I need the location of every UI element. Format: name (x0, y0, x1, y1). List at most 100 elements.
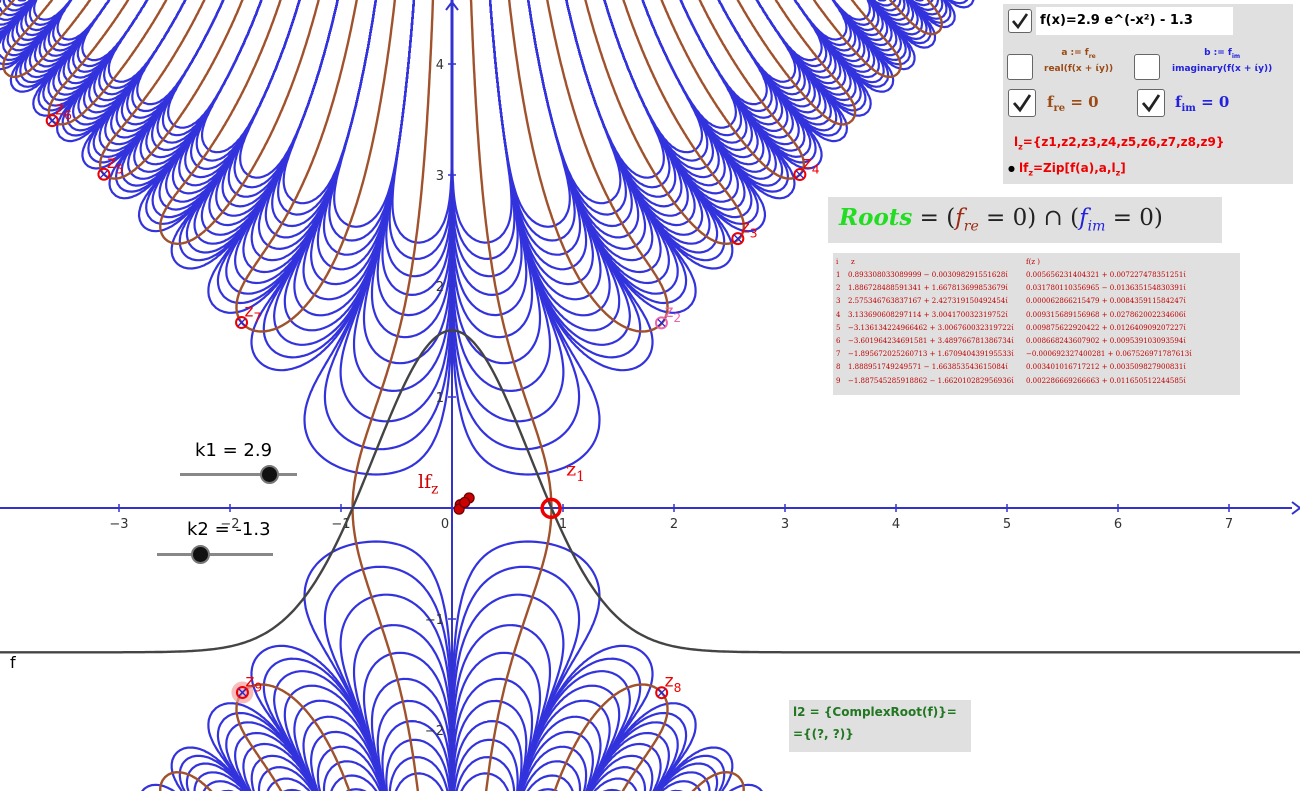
table-row-z: −3.136134224966462 + 3.006760032319722ί (848, 323, 1014, 332)
root-label-z7: z7 (245, 302, 262, 325)
f-checkbox[interactable] (1008, 9, 1032, 33)
b-definition: b := fim imaginary(f(x + ίy)) (1172, 48, 1273, 74)
table-row-index: 3 (836, 297, 841, 306)
k1-knob[interactable] (260, 465, 279, 484)
table-row-fz: 0.009875622920422 + 0.012640909207227ί (1026, 323, 1187, 332)
root-label-z2: z2 (664, 302, 681, 325)
k1-track[interactable] (180, 473, 297, 476)
fim-checkbox[interactable] (1137, 89, 1165, 117)
point-cross (657, 318, 666, 327)
y-tick-label: 3 (436, 169, 444, 184)
x-tick-label: 3 (781, 517, 789, 532)
fim-contour-line[interactable] (33, 0, 887, 791)
root-label-z4: z4 (803, 154, 820, 177)
roots-title-box (828, 197, 1222, 243)
table-row-z: 0.893308033089999 − 0.003098291551628ί (848, 271, 1009, 279)
l2-box (789, 700, 971, 752)
root-label-z6: z6 (55, 100, 72, 123)
root-label-z9: z9 (245, 671, 262, 694)
point-cross (238, 688, 247, 697)
fim-contour-line[interactable] (17, 0, 871, 791)
y-tick-label: −2 (425, 724, 444, 739)
checkmark-icon (1012, 13, 1029, 30)
table-header-z: z (851, 258, 855, 266)
roots-equation: Roots = (fre = 0) ∩ (fim = 0) (839, 204, 1163, 235)
table-header-fz: f(z ) (1026, 258, 1040, 266)
root-point-z2[interactable] (654, 316, 668, 330)
table-row-fz: 0.031780110356965 − 0.013635154830391ί (1026, 284, 1187, 293)
y-tick-label: 4 (436, 58, 444, 73)
table-row-fz: −0.000692327400281 + 0.067526971787613ί (1026, 350, 1192, 359)
table-row-index: 5 (836, 323, 841, 332)
root-point-z8[interactable] (655, 686, 669, 700)
bullet-dot: ● (1008, 164, 1015, 173)
table-row-index: 1 (836, 271, 841, 279)
f-graph[interactable] (0, 329, 1300, 654)
root-label-z3: z3 (741, 218, 758, 241)
x-tick-label: 1 (559, 517, 567, 532)
lfz-point[interactable] (459, 496, 471, 509)
fim-contour-line[interactable] (0, 0, 969, 791)
root-label-z5: z5 (107, 153, 124, 176)
f-definition: f(x)=2.9 e^(-x²) - 1.3 (1036, 7, 1233, 35)
x-tick-label: 6 (1114, 517, 1122, 532)
root-point-z5[interactable] (97, 167, 111, 181)
fim-contours (0, 0, 975, 791)
x-tick-label: −2 (220, 517, 239, 532)
lfz-graph-label: lfz (418, 471, 438, 498)
a-checkbox[interactable] (1007, 54, 1033, 80)
root-point-z6[interactable] (45, 114, 59, 128)
table-row-z: 2.575346763837167 + 2.427319150492454ί (848, 297, 1009, 306)
fre-label: fre = 0 (1047, 93, 1099, 114)
k1-label: k1 = 2.9 (195, 440, 273, 461)
table-header-i: i (836, 258, 839, 266)
checkmark-icon (1141, 94, 1161, 113)
point-cross (237, 318, 246, 327)
table-row-z: −1.887545285918862 − 1.662010282956936ί (848, 376, 1014, 385)
table-row-z: −3.601964234691581 + 3.489766781386734ί (848, 337, 1014, 345)
f-curve: f (0, 329, 1300, 672)
table-row-fz: 0.000062866215479 + 0.008435911584247ί (1026, 297, 1187, 306)
x-tick-label: 5 (1003, 517, 1011, 532)
x-tick-label: −3 (109, 517, 128, 532)
a-definition: a := fre real(f(x + ίy)) (1044, 48, 1114, 74)
table-row-z: −1.895672025260713 + 1.670940439195533ί (848, 350, 1014, 359)
table-row-index: 8 (836, 363, 841, 372)
b-checkbox[interactable] (1134, 54, 1160, 80)
point-cross (733, 234, 742, 243)
root-point-z4[interactable] (793, 168, 807, 182)
lfz-definition: lfz=Zip[f(a),a,lz] (1019, 161, 1126, 178)
x-tick-label: 7 (1225, 517, 1233, 532)
table-row-index: 7 (836, 350, 841, 359)
k2-track[interactable] (157, 553, 273, 556)
k2-knob[interactable] (191, 545, 210, 564)
root-point-z1[interactable] (540, 497, 562, 520)
table-row-z: 1.888951749249571 − 1.663853543615084ί (848, 363, 1009, 372)
table-row-index: 4 (836, 310, 841, 319)
point-cross (795, 170, 804, 179)
root-point-z7[interactable] (235, 316, 249, 330)
x-tick-label: 4 (892, 517, 900, 532)
y-tick-label: 1 (436, 391, 444, 406)
x-tick-label: 0 (441, 517, 449, 532)
table-row-z: 3.133690608297114 + 3.004170032319752ί (848, 310, 1009, 319)
root-label-z8: z8 (665, 672, 682, 695)
fre-checkbox[interactable] (1008, 89, 1036, 117)
l2-line1: l2 = {ComplexRoot(f)}= (793, 705, 957, 719)
root-point-z9[interactable] (235, 685, 249, 699)
root-point-z3[interactable] (731, 232, 745, 246)
table-row-fz: 0.005656231404321 + 0.007227478351251ί (1026, 271, 1187, 279)
y-axis-arrow (445, 0, 459, 11)
point-cross (99, 170, 108, 179)
k2-label: k2 = -1.3 (187, 519, 271, 540)
y-tick-label: 2 (436, 280, 444, 295)
table-row-fz: 0.009315689156968 + 0.027862002234606ί (1026, 310, 1187, 319)
l2-line2: ={(?, ?)} (793, 727, 854, 741)
y-tick-label: −1 (425, 613, 444, 628)
table-row-index: 2 (836, 284, 841, 293)
point-cross (48, 116, 57, 125)
checkmark-icon (1012, 94, 1032, 113)
